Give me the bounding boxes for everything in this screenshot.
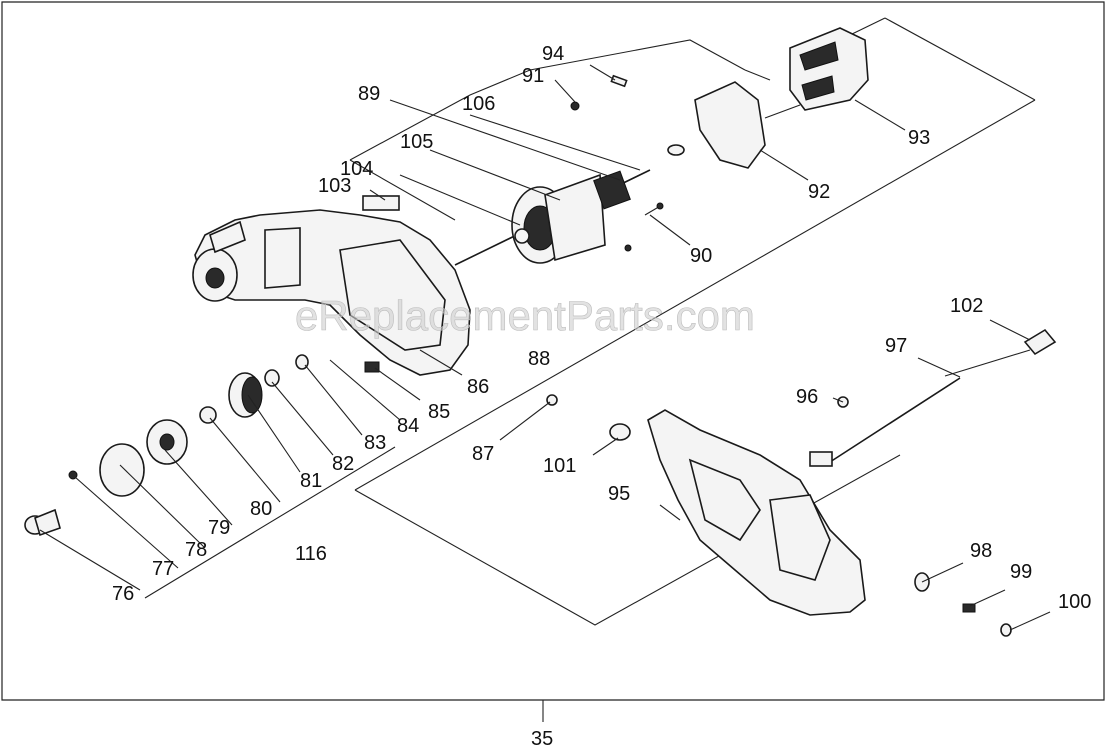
callout-35: 35 (531, 728, 553, 750)
callout-100: 100 (1058, 591, 1091, 613)
callout-89: 89 (358, 83, 380, 105)
small-parts-right (546, 328, 1057, 637)
callout-106: 106 (462, 93, 495, 115)
blade-guard-part (647, 409, 866, 616)
callout-80: 80 (250, 498, 272, 520)
callout-77: 77 (152, 558, 174, 580)
callout-85: 85 (428, 401, 450, 423)
callout-86: 86 (467, 376, 489, 398)
callout-98: 98 (970, 540, 992, 562)
saw-housing-part (192, 195, 471, 376)
callout-93: 93 (908, 127, 930, 149)
callout-97: 97 (885, 335, 907, 357)
callout-76: 76 (112, 583, 134, 605)
callout-105: 105 (400, 131, 433, 153)
watermark-text: eReplacementParts.com (295, 292, 755, 339)
callout-102: 102 (950, 295, 983, 317)
field-part (789, 27, 869, 111)
callout-82: 82 (332, 453, 354, 475)
callout-leaders (39, 64, 1051, 631)
callout-79: 79 (208, 517, 230, 539)
callout-116: 116 (295, 543, 327, 565)
gear-assembly-part (24, 354, 380, 537)
callout-87: 87 (472, 443, 494, 465)
callout-96: 96 (796, 386, 818, 408)
callout-94: 94 (542, 43, 564, 65)
callout-104: 104 (340, 158, 373, 180)
callout-92: 92 (808, 181, 830, 203)
callout-83: 83 (364, 432, 386, 454)
callout-84: 84 (397, 415, 419, 437)
callout-78: 78 (185, 539, 207, 561)
callout-numbers: 76 77 78 79 80 81 82 83 84 85 86 87 88 8… (112, 43, 1091, 750)
callout-101: 101 (543, 455, 576, 477)
callout-81: 81 (300, 470, 322, 492)
armature-part (454, 169, 651, 266)
callout-90: 90 (690, 245, 712, 267)
callout-91: 91 (522, 65, 544, 87)
callout-88: 88 (528, 348, 550, 370)
field-housing-part (694, 81, 801, 169)
callout-99: 99 (1010, 561, 1032, 583)
callout-103: 103 (318, 175, 351, 197)
diagram-frame (1, 1, 1105, 701)
callout-95: 95 (608, 483, 630, 505)
